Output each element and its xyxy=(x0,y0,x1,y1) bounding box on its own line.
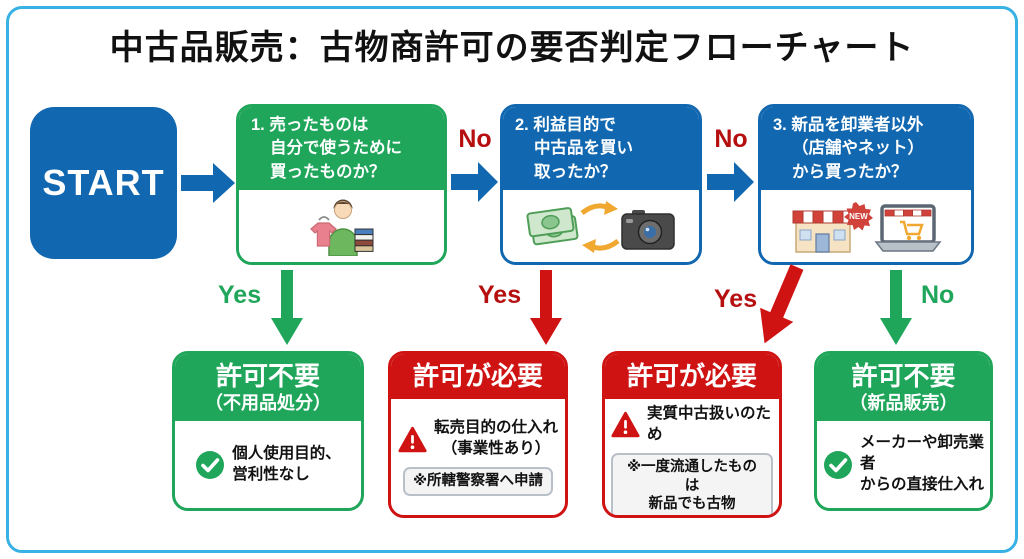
start-node: START xyxy=(30,107,177,259)
result-3-header: 許可が必要 xyxy=(605,354,779,399)
question-1-box: 1. 売ったものは 自分で使うために 買ったものか？ xyxy=(236,104,447,265)
question-1-illustration xyxy=(239,190,444,262)
store-and-online-shop-icon: NEW xyxy=(792,202,942,253)
result-2-description: 転売目的の仕入れ （事業性あり） xyxy=(433,419,558,458)
right-arrow-icon xyxy=(707,162,754,202)
result-4-description: メーカーや卸売業者 からの直接仕入れ xyxy=(860,434,985,494)
start-label: START xyxy=(42,162,165,203)
question-2-text: 2. 利益目的で 中古品を買い 取ったか？ xyxy=(503,107,699,191)
outer-frame xyxy=(6,6,1018,553)
no-label-q1-q2: No xyxy=(458,125,492,153)
result-1-description: 個人使用目的、 営利性なし xyxy=(232,444,341,483)
result-3-note: ※一度流通したものは 新品でも古物 xyxy=(611,452,773,515)
money-camera-exchange-icon xyxy=(526,201,675,254)
result-4-header: 許可不要 （新品販売） xyxy=(817,354,990,422)
new-badge-icon: NEW xyxy=(844,202,873,231)
down-arrow-icon xyxy=(530,270,562,345)
arrow-q3-no xyxy=(879,270,913,346)
right-arrow-icon xyxy=(181,163,235,203)
arrow-q1-yes xyxy=(270,270,304,346)
page-title: 中古品販売：古物商許可の要否判定フローチャート xyxy=(109,29,915,67)
right-arrow-icon xyxy=(451,162,498,202)
arrow-start-to-q1 xyxy=(181,161,235,205)
yes-label-q1: Yes xyxy=(218,281,262,309)
yes-label-q3: Yes xyxy=(714,285,758,313)
question-3-box: 3. 新品を卸業者以外 （店舗やネット） から買ったか？ xyxy=(758,104,974,265)
check-icon xyxy=(823,450,853,480)
arrow-q2-to-q3 xyxy=(707,161,754,203)
warning-icon xyxy=(398,426,427,453)
down-arrow-icon xyxy=(271,270,303,345)
no-label-q3: No xyxy=(921,281,955,309)
question-3-text: 3. 新品を卸業者以外 （店舗やネット） から買ったか？ xyxy=(761,107,971,191)
result-3-box: 許可が必要 実質中古扱いのため ※一度流通したものは 新品でも古物 xyxy=(602,351,782,518)
result-2-header: 許可が必要 xyxy=(391,354,565,399)
down-arrow-icon xyxy=(880,270,912,345)
result-3-description: 実質中古扱いのため xyxy=(647,404,772,443)
arrow-q3-yes xyxy=(747,260,815,352)
result-4-box: 許可不要 （新品販売） メーカーや卸売業者 からの直接仕入れ xyxy=(814,351,993,511)
yes-label-q2: Yes xyxy=(478,281,522,309)
svg-text:NEW: NEW xyxy=(849,212,868,221)
question-2-illustration xyxy=(503,190,699,262)
question-2-box: 2. 利益目的で 中古品を買い 取ったか？ xyxy=(500,104,702,265)
down-left-arrow-icon xyxy=(760,264,804,344)
result-1-header: 許可不要 （不用品処分） xyxy=(175,354,361,422)
result-2-note: ※所轄警察署へ申請 xyxy=(402,466,554,496)
result-1-box: 許可不要 （不用品処分） 個人使用目的、 営利性なし xyxy=(172,351,364,511)
person-selling-items-icon xyxy=(309,199,373,257)
arrow-q1-to-q2 xyxy=(451,161,498,203)
question-3-illustration: NEW xyxy=(761,190,971,262)
check-icon xyxy=(195,450,225,480)
warning-icon xyxy=(611,411,640,438)
arrow-q2-yes xyxy=(529,270,563,346)
no-label-q2-q3: No xyxy=(714,125,748,153)
question-1-text: 1. 売ったものは 自分で使うために 買ったものか？ xyxy=(239,107,444,191)
result-2-box: 許可が必要 転売目的の仕入れ （事業性あり） ※所轄警察署へ申請 xyxy=(388,351,568,518)
